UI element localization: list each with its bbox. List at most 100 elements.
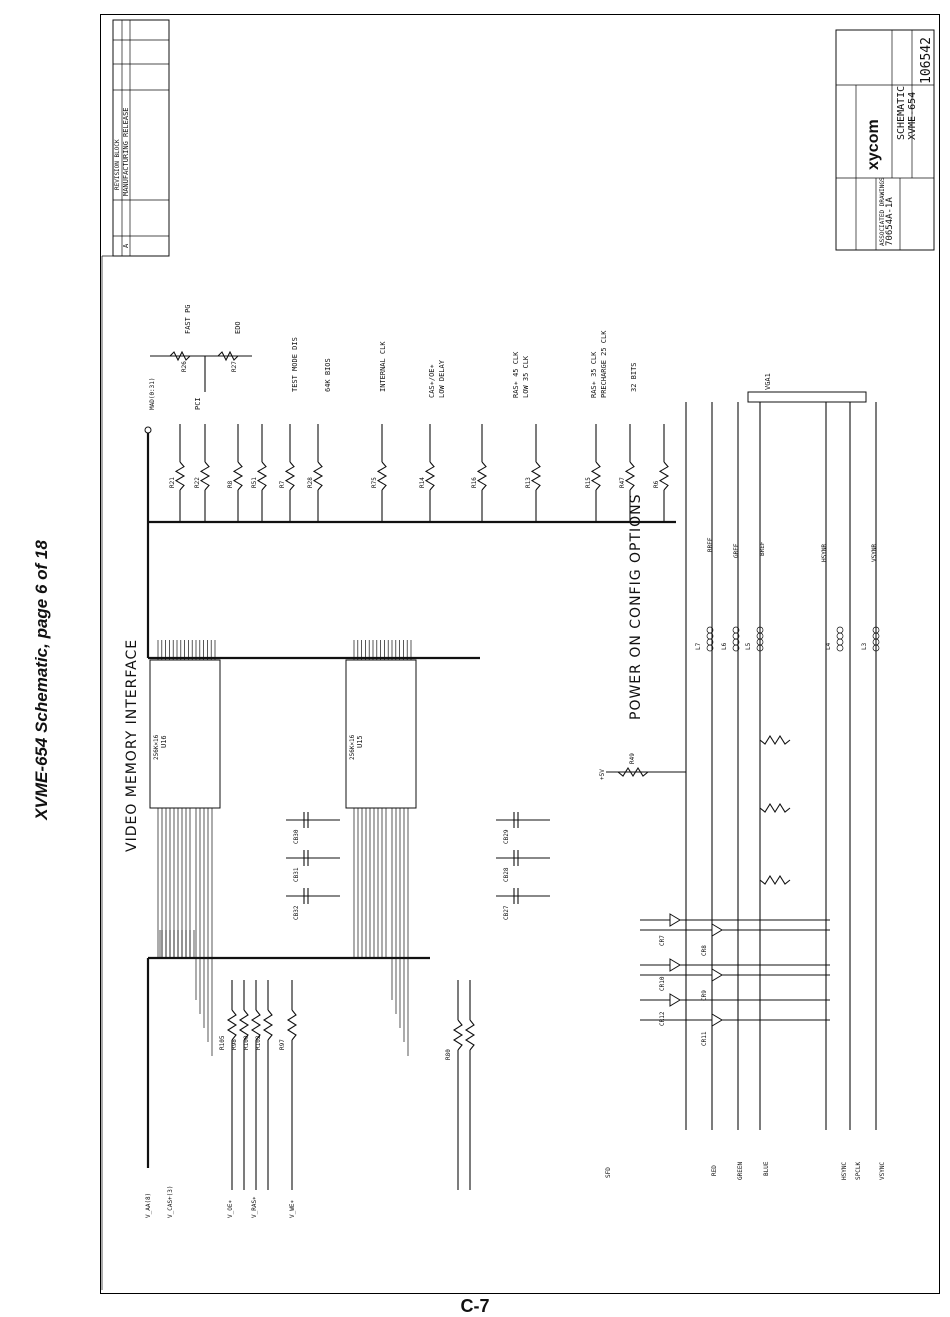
config-resistor — [199, 461, 211, 491]
revision-rev: A — [122, 243, 130, 248]
ctrl-resistor — [452, 1019, 464, 1051]
config-resistor-label: R13 — [525, 477, 532, 488]
label-pci: PCI — [194, 397, 202, 410]
ref-net-labels: RREF GREF BREF HSYNR VSYNR — [707, 537, 878, 562]
ctrl-resistor — [238, 1009, 250, 1041]
associated-drawings: ASSOCIATED DRAWINGS — [879, 177, 886, 246]
ctrl-resistor-label: R97 — [279, 1039, 286, 1050]
diode-label: CR8 — [701, 945, 708, 956]
label-r27: R27 — [231, 361, 238, 372]
sig-voe: V_OE∗ — [227, 1200, 234, 1218]
part-number: 70654A-1A — [885, 197, 895, 246]
drawing-number: 106542 — [919, 37, 934, 84]
inductor-coil — [706, 644, 714, 652]
label-edo: EDO — [234, 321, 242, 334]
memory-chip-u16: U16 256K×16 — [149, 659, 221, 809]
ctrl-resistor-label: R100 — [243, 1035, 250, 1050]
series-resistor — [759, 802, 791, 814]
memory-chip-u15: U15 256K×16 — [345, 659, 417, 809]
inductor-coil — [836, 638, 844, 646]
label-ras45-2: LOW 35 CLK — [522, 355, 530, 398]
vga-label: VGA1 — [764, 373, 772, 390]
cap-label: CB28 — [503, 867, 510, 882]
sig-sfd: SFD — [605, 1167, 612, 1178]
diode — [669, 913, 681, 927]
address-lines — [161, 930, 195, 958]
config-heading: POWER ON CONFIG OPTIONS — [628, 493, 644, 720]
inductor-coil — [872, 644, 880, 652]
config-resistor-label: R47 — [619, 477, 626, 488]
cap-label: CB27 — [503, 905, 510, 920]
config-resistor — [232, 461, 244, 491]
config-resistor — [530, 461, 542, 491]
config-resistor-label: R28 — [307, 477, 314, 488]
cap-label: CB29 — [503, 829, 510, 844]
inductor-label: L6 — [721, 642, 728, 650]
sig-red: RED — [711, 1165, 718, 1176]
ctrl-resistor — [286, 1009, 298, 1041]
pullup-resistors: R26 R27 — [150, 350, 252, 392]
config-resistor — [174, 461, 186, 491]
diode-label: CR9 — [701, 990, 708, 1001]
config-resistor-label: R6 — [653, 480, 660, 488]
inductor-coil — [836, 644, 844, 652]
label-32-bits: 32 BITS — [630, 362, 638, 392]
config-resistor — [590, 461, 602, 491]
ctrl-resistor — [226, 1009, 238, 1041]
r49-label: R49 — [629, 753, 636, 764]
ctrl-resistor — [250, 1009, 262, 1041]
config-resistor-label: R16 — [471, 477, 478, 488]
sig-vras: V_RAS∗ — [251, 1196, 258, 1218]
cap-label: CB30 — [293, 829, 300, 844]
label-r26: R26 — [181, 361, 188, 372]
cap-label: CB32 — [293, 905, 300, 920]
sig-vwe: V_WE∗ — [289, 1200, 296, 1218]
address-bus — [146, 930, 430, 1168]
net-hsynr: HSYNR — [821, 544, 828, 562]
u16-label: U16 — [160, 735, 168, 748]
label-ras35-2: PRECHARGE 25 CLK — [600, 330, 608, 398]
ctrl-resistor — [464, 1019, 476, 1051]
net-bref: BREF — [759, 541, 766, 556]
cap-label: CB31 — [293, 867, 300, 882]
r49-resistor — [617, 766, 649, 778]
u15-label: U15 — [356, 735, 364, 748]
config-resistor — [284, 461, 296, 491]
label-cas-oe-1: CAS∗/OE∗ — [428, 364, 436, 398]
config-labels: FAST PG EDO PCI TEST MODE DIS 64K BIOS I… — [184, 304, 638, 410]
title-block: xycom SCHEMATIC XVME-654 106542 70654A-1… — [835, 29, 935, 251]
revision-title: REVISION BLOCK — [114, 139, 121, 190]
config-resistor — [424, 461, 436, 491]
u15-part: 256K×16 — [349, 734, 356, 760]
config-resistor-label: R21 — [169, 477, 176, 488]
sig-vcas: V_CAS+(3) — [167, 1185, 174, 1218]
label-64k-bios: 64K BIOS — [324, 358, 332, 392]
drawing-title-2: XVME-654 — [907, 92, 918, 140]
u16-part: 256K×16 — [153, 734, 160, 760]
diode — [711, 1013, 723, 1027]
net-vsynr: VSYNR — [871, 544, 878, 562]
diode — [711, 923, 723, 937]
diode — [711, 968, 723, 982]
config-resistor — [624, 461, 636, 491]
label-internal-clk: INTERNAL CLK — [379, 341, 387, 392]
sig-vsync: VSYNC — [879, 1162, 886, 1180]
config-resistor — [658, 461, 670, 491]
drawing-sheet — [100, 14, 940, 1294]
inductor-coil — [732, 644, 740, 652]
ctrl-resistor-label: R102 — [255, 1035, 262, 1050]
diode — [669, 958, 681, 972]
label-fast-pg: FAST PG — [184, 304, 192, 334]
label-cas-oe-2: LOW DELAY — [438, 359, 446, 398]
diode-label: CR11 — [701, 1031, 708, 1046]
inductor-label: L5 — [745, 642, 752, 650]
page-number: C-7 — [460, 1296, 490, 1316]
company-logo: xycom — [865, 119, 882, 170]
config-resistor-label: R51 — [251, 477, 258, 488]
config-resistor-label: R8 — [227, 480, 234, 488]
vga-connector: VGA1 — [747, 373, 867, 403]
net-rref: RREF — [707, 537, 714, 552]
